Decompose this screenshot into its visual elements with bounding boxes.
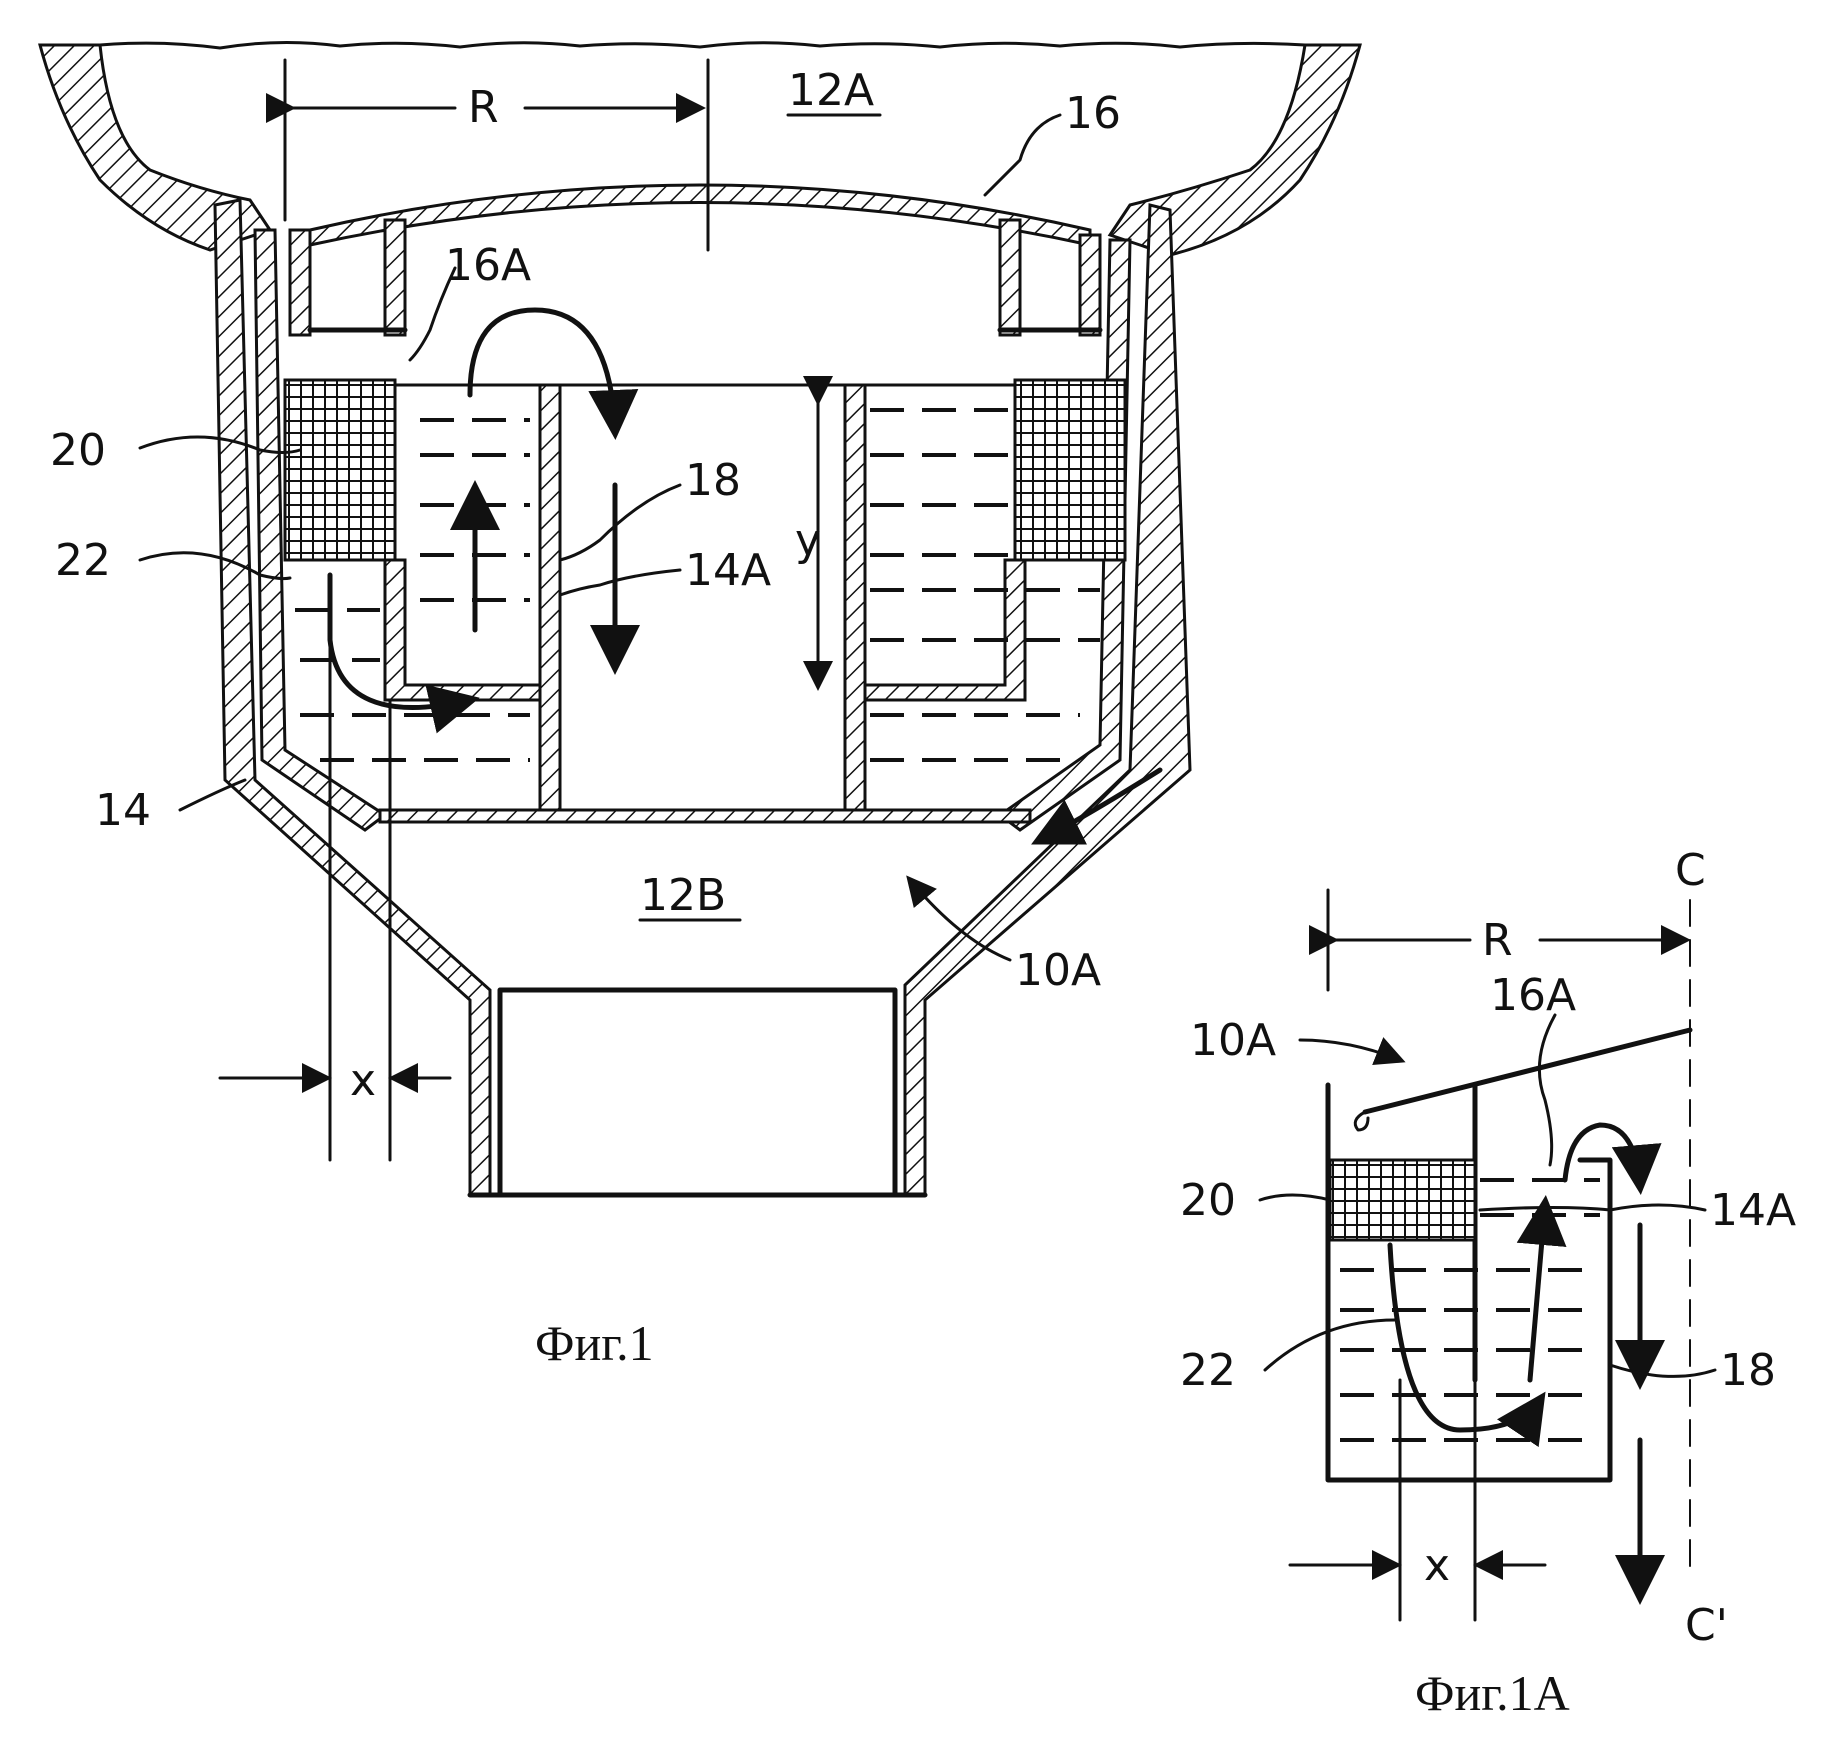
fig1a-leader-10a bbox=[1300, 1040, 1400, 1060]
label-x: x bbox=[350, 1055, 376, 1106]
fig1a-label-14a: 14A bbox=[1710, 1185, 1796, 1236]
label-12b: 12B bbox=[640, 870, 726, 921]
leader-16 bbox=[985, 115, 1060, 195]
cup-right bbox=[865, 560, 1025, 700]
label-c: C bbox=[1675, 845, 1706, 896]
fig1a-label-16a: 16A bbox=[1490, 970, 1576, 1021]
fig1a-filter bbox=[1330, 1160, 1475, 1240]
fig1a-flow-up bbox=[1530, 1205, 1545, 1380]
fig1a-flow-overflow bbox=[1565, 1125, 1640, 1185]
label-y: y bbox=[795, 515, 821, 566]
leader-14a bbox=[560, 570, 680, 595]
fig1a-label-18: 18 bbox=[1720, 1345, 1776, 1396]
fig1a-label-20: 20 bbox=[1180, 1175, 1236, 1226]
fig1a-flow-u bbox=[1390, 1245, 1540, 1430]
label-18: 18 bbox=[685, 455, 741, 506]
fig1a-hook bbox=[1355, 1112, 1368, 1130]
fig1a-label-10a: 10A bbox=[1190, 1015, 1276, 1066]
figure-1: 12A R 16 16A 20 18 22 14A y 14 12B 10A x… bbox=[40, 42, 1360, 1371]
fig1a-leader-14a bbox=[1480, 1205, 1705, 1210]
fig1a-top-rim bbox=[1365, 1030, 1690, 1112]
label-16a: 16A bbox=[445, 240, 531, 291]
label-20: 20 bbox=[50, 425, 106, 476]
fig1a-label-22: 22 bbox=[1180, 1345, 1236, 1396]
liquid-surface-top bbox=[100, 42, 1305, 48]
inner-tube-left bbox=[540, 385, 560, 810]
upper-bowl-right-wall bbox=[1110, 45, 1360, 255]
cover-left-skirt bbox=[290, 230, 310, 335]
cover-left-post bbox=[385, 220, 405, 335]
leader-18 bbox=[560, 485, 680, 560]
cover-right-skirt bbox=[1080, 235, 1100, 335]
label-14: 14 bbox=[95, 785, 151, 836]
fig1a-label-r: R bbox=[1482, 915, 1513, 966]
cover-right-post bbox=[1000, 220, 1020, 335]
inner-tube-right bbox=[845, 385, 865, 810]
label-16: 16 bbox=[1065, 88, 1121, 139]
figure-1a: C C' R x bbox=[1180, 845, 1796, 1721]
fig1a-leader-16a bbox=[1539, 1015, 1555, 1165]
fig1a-label-x: x bbox=[1424, 1540, 1450, 1591]
label-r: R bbox=[468, 82, 499, 133]
label-14a: 14A bbox=[685, 545, 771, 596]
filter-right bbox=[1015, 380, 1125, 560]
fig1a-leader-18 bbox=[1610, 1365, 1715, 1376]
label-22: 22 bbox=[55, 535, 111, 586]
caption-fig1a: Фиг.1A bbox=[1415, 1665, 1570, 1721]
label-12a: 12A bbox=[788, 65, 874, 116]
cup-left bbox=[385, 560, 540, 700]
leader-14 bbox=[180, 780, 245, 810]
inner-bottom bbox=[380, 810, 1030, 822]
label-c-prime: C' bbox=[1685, 1600, 1728, 1651]
label-10a: 10A bbox=[1015, 945, 1101, 996]
fig1a-container bbox=[1328, 1085, 1610, 1480]
outlet-tube bbox=[470, 990, 925, 1195]
fig1a-leader-20 bbox=[1260, 1195, 1330, 1200]
filter-left bbox=[285, 380, 395, 560]
caption-fig1: Фиг.1 bbox=[535, 1315, 654, 1371]
cover-dome bbox=[310, 185, 1090, 245]
